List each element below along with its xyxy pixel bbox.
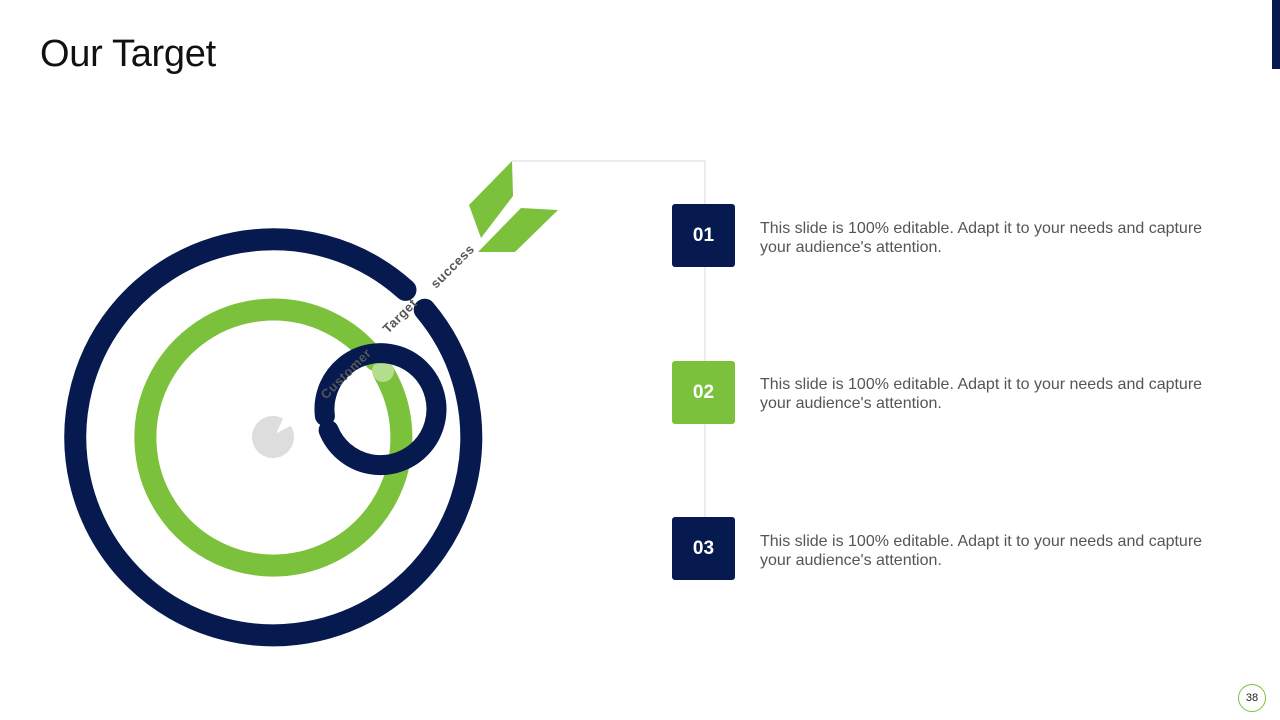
- target-rings: [64, 228, 483, 647]
- arrow-label-target: Target: [380, 296, 421, 337]
- connector-line: [512, 160, 706, 580]
- step-text-01: This slide is 100% editable. Adapt it to…: [760, 220, 1203, 256]
- arrow-fletch-top: [469, 161, 513, 238]
- corner-accent-bar: [1272, 0, 1280, 69]
- page-number: 38: [1238, 684, 1266, 712]
- arrow-label-success: success: [428, 241, 478, 291]
- bullseye: [251, 416, 294, 459]
- step-badge-01: 01: [672, 204, 735, 267]
- middle-ring: [134, 298, 413, 577]
- page-title: Our Target: [40, 33, 216, 75]
- step-text-03: This slide is 100% editable. Adapt it to…: [760, 533, 1203, 569]
- step-badge-03: 03: [672, 517, 735, 580]
- inner-ring: [314, 343, 447, 476]
- middle-ring-end-cap: [372, 360, 394, 382]
- step-badge-02: 02: [672, 361, 735, 424]
- step-text-02: This slide is 100% editable. Adapt it to…: [760, 376, 1203, 412]
- outer-ring: [64, 228, 483, 647]
- arrow-fletch-bottom: [478, 208, 558, 252]
